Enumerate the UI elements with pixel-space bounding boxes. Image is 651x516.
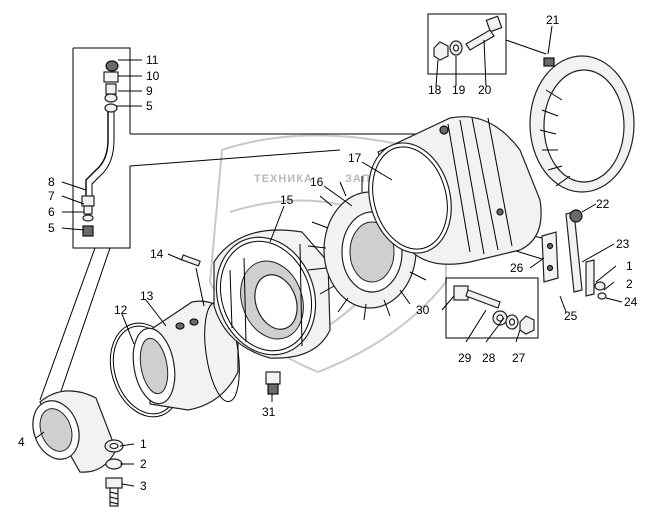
pin-part bbox=[180, 254, 205, 307]
end-cap-part bbox=[32, 390, 117, 473]
bracket-assembly bbox=[541, 209, 607, 300]
callout-10: 10 bbox=[146, 69, 160, 83]
callout-9: 9 bbox=[146, 84, 153, 98]
callout-labels: 11 10 9 5 8 7 6 5 14 13 12 15 16 17 18 1… bbox=[18, 13, 638, 493]
callout-8: 8 bbox=[48, 175, 55, 189]
bolt-kit-top bbox=[433, 15, 503, 61]
callout-4: 4 bbox=[18, 435, 25, 449]
callout-6: 6 bbox=[48, 205, 55, 219]
callout-11: 11 bbox=[146, 53, 159, 67]
callout-18: 18 bbox=[428, 83, 442, 97]
callout-22: 22 bbox=[596, 197, 610, 211]
clamp-ring-part bbox=[529, 55, 635, 193]
fuel-line-assembly bbox=[81, 60, 119, 237]
fasteners-bottom bbox=[104, 439, 124, 507]
callout-20: 20 bbox=[478, 83, 492, 97]
callout-15: 15 bbox=[280, 193, 294, 207]
callout-21: 21 bbox=[546, 13, 560, 27]
callout-7: 7 bbox=[48, 189, 55, 203]
bolt-kit-frame-right bbox=[445, 277, 539, 339]
watermark-word-1: ТЕХНИКА bbox=[254, 173, 313, 185]
callout-27: 27 bbox=[512, 351, 526, 365]
drum-housing-part bbox=[368, 116, 542, 265]
callout-2-bottom: 2 bbox=[140, 457, 147, 471]
callout-23: 23 bbox=[616, 237, 630, 251]
callout-30: 30 bbox=[416, 303, 430, 317]
bolt-kit-right bbox=[453, 285, 535, 335]
callout-5-upper: 5 bbox=[146, 99, 153, 113]
callout-5-lower: 5 bbox=[48, 221, 55, 235]
filter-cylinder-part bbox=[132, 300, 240, 411]
callout-12: 12 bbox=[114, 303, 128, 317]
callout-16: 16 bbox=[310, 175, 324, 189]
callout-1-bottom: 1 bbox=[140, 437, 147, 451]
leader-lines bbox=[35, 25, 623, 487]
housing-part bbox=[213, 229, 331, 359]
callout-1-right: 1 bbox=[626, 259, 633, 273]
callout-24: 24 bbox=[624, 295, 638, 309]
callout-2-right: 2 bbox=[626, 277, 633, 291]
drain-plug-part bbox=[265, 371, 281, 395]
callout-17: 17 bbox=[348, 151, 362, 165]
callout-31: 31 bbox=[262, 405, 276, 419]
callout-19: 19 bbox=[452, 83, 466, 97]
callout-28: 28 bbox=[482, 351, 496, 365]
callout-13: 13 bbox=[140, 289, 154, 303]
fuel-line-frame bbox=[72, 47, 131, 249]
callout-26: 26 bbox=[510, 261, 524, 275]
bolt-kit-frame-top bbox=[427, 13, 507, 75]
callout-3: 3 bbox=[140, 479, 147, 493]
callout-29: 29 bbox=[458, 351, 472, 365]
callout-14: 14 bbox=[150, 247, 164, 261]
callout-25: 25 bbox=[564, 309, 578, 323]
